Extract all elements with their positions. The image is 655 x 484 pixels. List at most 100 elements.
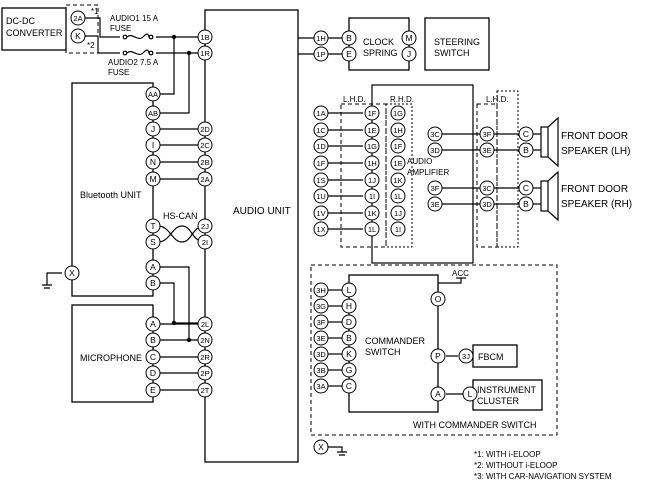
- audio-amp-1f-pin: 1F: [313, 155, 329, 171]
- audio-unit-label: AUDIO UNIT: [233, 206, 291, 217]
- front-door-rh-label-1: FRONT DOOR: [561, 184, 628, 195]
- svg-text:1F: 1F: [368, 109, 377, 118]
- svg-text:2A: 2A: [73, 14, 82, 23]
- svg-text:3A: 3A: [316, 382, 325, 391]
- microphone-a-pin: A: [145, 316, 161, 332]
- svg-text:1J: 1J: [394, 209, 402, 218]
- svg-text:I: I: [152, 140, 154, 150]
- lhd2-rh-3c-pin: 3C: [479, 180, 495, 196]
- audio-cmd-3e-pin: 3E: [313, 330, 329, 346]
- svg-text:1I: 1I: [395, 225, 401, 234]
- commander-h-pin: H: [341, 298, 357, 314]
- svg-text:B: B: [150, 278, 156, 288]
- svg-text:A: A: [150, 262, 156, 272]
- bluetooth-a-pin: A: [145, 259, 161, 275]
- fuse1-label-2: FUSE: [110, 24, 131, 33]
- fuse2-label-2: FUSE: [108, 68, 129, 77]
- fuse1-label-1: AUDIO1 15 A: [110, 14, 159, 23]
- front-door-lh-label-2: SPEAKER (LH): [561, 146, 630, 157]
- steering-m-pin: M: [401, 30, 417, 46]
- svg-text:B: B: [523, 145, 529, 155]
- commander-c-pin: C: [341, 378, 357, 394]
- instrument-cluster-label-1: INSTRUMENT: [477, 385, 536, 395]
- svg-text:3D: 3D: [430, 146, 440, 155]
- svg-text:K: K: [346, 349, 352, 359]
- front-door-lh-label-1: FRONT DOOR: [561, 131, 628, 142]
- dcdc-converter-label-1: DC-DC: [6, 16, 35, 26]
- bluetooth-x-pin: X: [64, 265, 80, 281]
- audio-top-1b-pin: 1B: [197, 29, 213, 45]
- svg-text:2A: 2A: [200, 175, 209, 184]
- svg-text:1H: 1H: [393, 126, 403, 135]
- svg-text:3B: 3B: [316, 366, 325, 375]
- microphone-label: MICROPHONE: [80, 353, 142, 363]
- svg-text:C: C: [150, 352, 156, 362]
- audio-bt-2d-pin: 2D: [197, 121, 213, 137]
- audio-cmd-3f-pin: 3F: [313, 314, 329, 330]
- amp-lhd-1g-pin: 1G: [364, 138, 380, 154]
- clock-spring-label-1: CLOCK: [363, 37, 394, 47]
- audio-bt-2a-pin: 2A: [197, 171, 213, 187]
- svg-text:2P: 2P: [200, 369, 209, 378]
- amp-rhd-1h-pin: 1H: [390, 122, 406, 138]
- bluetooth-ab-pin: AB: [145, 105, 161, 121]
- audio-amp-1v-pin: 1V: [313, 205, 329, 221]
- svg-text:1G: 1G: [367, 142, 377, 151]
- svg-text:1K: 1K: [367, 209, 376, 218]
- audio-amplifier-label-1: AUDIO: [407, 157, 432, 166]
- svg-text:2B: 2B: [200, 158, 209, 167]
- microphone-box: [71, 304, 154, 403]
- bluetooth-m-pin: M: [145, 171, 161, 187]
- svg-text:1J: 1J: [368, 176, 376, 185]
- svg-text:A: A: [150, 319, 156, 329]
- svg-text:1D: 1D: [316, 142, 326, 151]
- audio-clock-1p-pin: 1P: [313, 46, 329, 62]
- speaker-lh-b-pin: B: [518, 142, 534, 158]
- svg-text:1G: 1G: [393, 109, 403, 118]
- commander-l-pin: L: [341, 282, 357, 298]
- svg-text:3E: 3E: [316, 334, 325, 343]
- footnote-3: *3: WITH CAR-NAVIGATION SYSTEM: [474, 472, 612, 481]
- bluetooth-s-pin: S: [145, 234, 161, 250]
- svg-text:J: J: [407, 49, 411, 59]
- amp-out-lh-3c-pin: 3C: [427, 126, 443, 142]
- svg-text:1K: 1K: [393, 176, 402, 185]
- amp-lhd-1j-pin: 1J: [364, 172, 380, 188]
- dcdc-2a-pin: 2A: [70, 10, 86, 26]
- clock-spring-b-pin: B: [341, 30, 357, 46]
- svg-text:D: D: [150, 368, 156, 378]
- speaker-lh-c-pin: C: [518, 126, 534, 142]
- bluetooth-unit-label: Bluetooth UNIT: [80, 190, 142, 200]
- lhd-region-2: [476, 103, 498, 248]
- amp-lhd-1f-pin: 1F: [364, 105, 380, 121]
- fbcm-3j-pin: 3J: [458, 348, 474, 364]
- audio-cmd-3b-pin: 3B: [313, 362, 329, 378]
- rhd-region: [385, 103, 413, 248]
- junction-dots: [171, 34, 192, 343]
- amp-lhd-1k-pin: 1K: [364, 205, 380, 221]
- audio-mic-2n-pin: 2N: [197, 332, 213, 348]
- instrument-cluster-label-2: CLUSTER: [477, 396, 520, 406]
- svg-text:2L: 2L: [201, 320, 209, 329]
- acc-label: ACC: [452, 269, 469, 278]
- commander-g-pin: G: [341, 362, 357, 378]
- amp-out-rh-3e-pin: 3E: [427, 196, 443, 212]
- audio-cmd-3a-pin: 3A: [313, 378, 329, 394]
- commander-right-a-pin: A: [430, 386, 446, 402]
- bluetooth-t-pin: T: [145, 218, 161, 234]
- hs-can-label: HS-CAN: [163, 211, 198, 221]
- bluetooth-unit-box: [71, 82, 154, 297]
- commander-switch-box: [348, 274, 439, 413]
- audio-amp-1d-pin: 1D: [313, 138, 329, 154]
- svg-text:3D: 3D: [482, 200, 492, 209]
- audio-bt-2c-pin: 2C: [197, 137, 213, 153]
- audio-x-pin: X: [313, 439, 329, 455]
- audio-clock-1h-pin: 1H: [313, 30, 329, 46]
- bluetooth-j-pin: J: [145, 121, 161, 137]
- audio-mic-2l-pin: 2L: [197, 316, 213, 332]
- svg-text:AA: AA: [148, 90, 158, 99]
- lhd2-rh-3d-pin: 3D: [479, 196, 495, 212]
- front-door-rh-label-2: SPEAKER (RH): [561, 199, 632, 210]
- svg-text:1P: 1P: [316, 50, 325, 59]
